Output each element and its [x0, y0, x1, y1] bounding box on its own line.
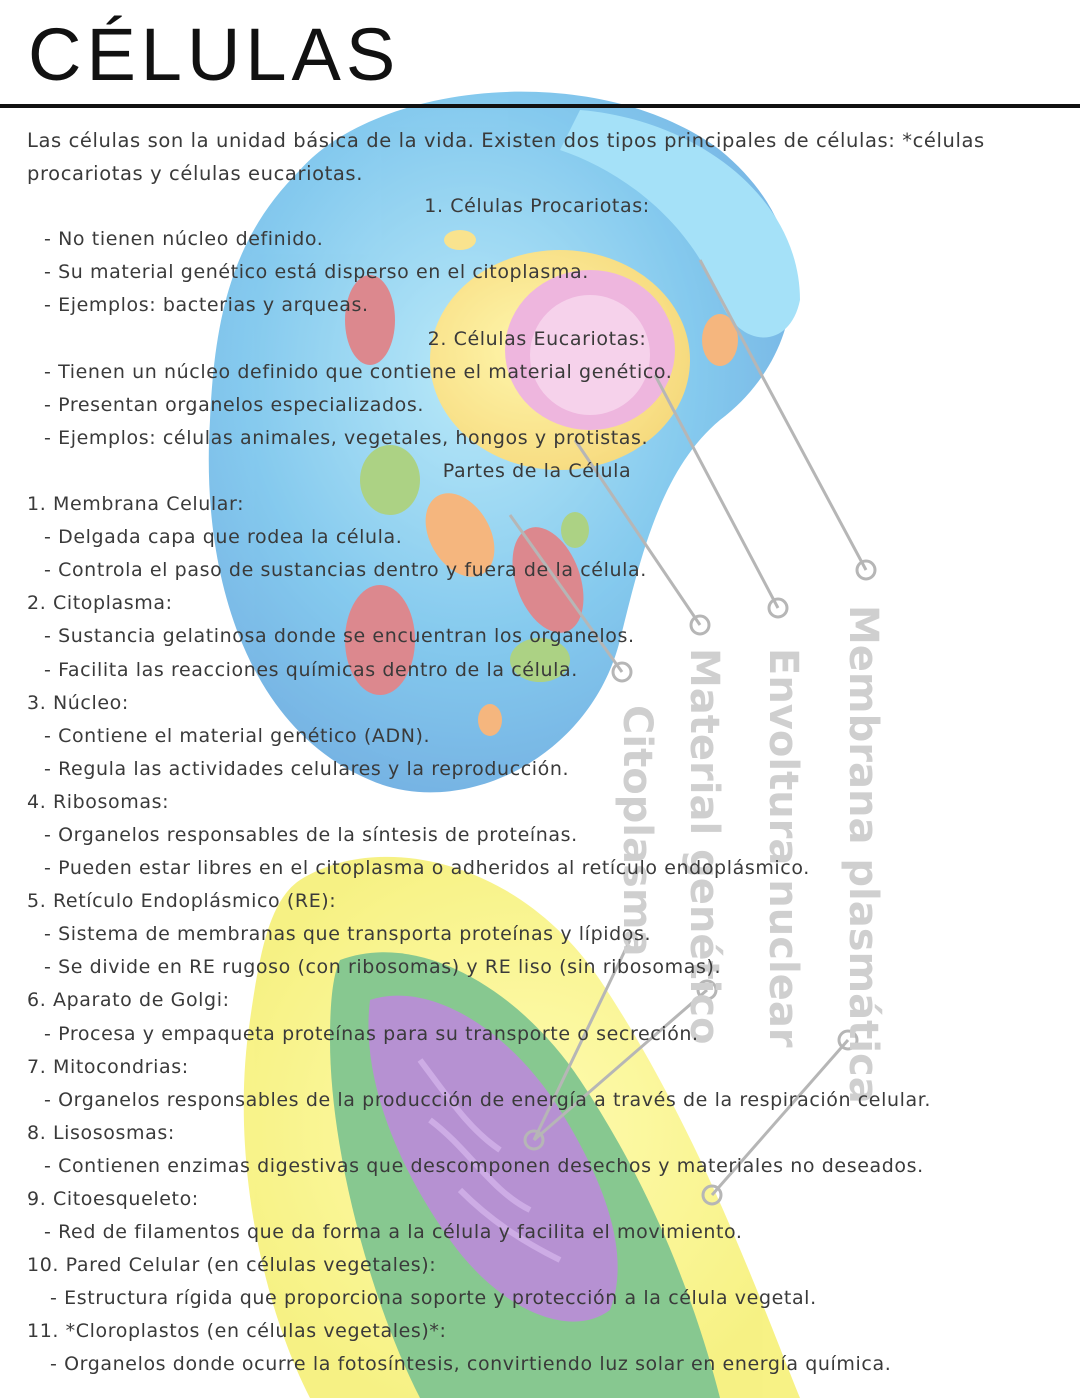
part-heading: 2. Citoplasma:	[27, 592, 173, 615]
title-underline	[0, 104, 1080, 108]
part-point: - Estructura rígida que proporciona sopo…	[50, 1287, 817, 1310]
part-point: - Delgada capa que rodea la célula.	[44, 526, 403, 549]
part-point: - Sistema de membranas que transporta pr…	[44, 923, 652, 946]
procariotas-heading: 1. Células Procariotas:	[424, 195, 650, 218]
part-point: - Red de filamentos que da forma a la cé…	[44, 1221, 743, 1244]
eucariotas-point: - Ejemplos: células animales, vegetales,…	[44, 426, 649, 449]
part-heading: 8. Lisososmas:	[27, 1121, 175, 1144]
part-heading: 11. *Cloroplastos (en células vegetales)…	[27, 1320, 447, 1343]
document-body: Las células son la unidad básica de la v…	[27, 124, 1067, 1382]
eucariotas-point: - Presentan organelos especializados.	[44, 393, 424, 416]
part-heading: 5. Retículo Endoplásmico (RE):	[27, 890, 337, 913]
eucariotas-heading: 2. Células Eucariotas:	[427, 327, 647, 350]
part-point: - Contienen enzimas digestivas que desco…	[44, 1154, 924, 1177]
eucariotas-point: - Tienen un núcleo definido que contiene…	[44, 360, 673, 383]
part-heading: 7. Mitocondrias:	[27, 1055, 189, 1078]
part-point: - Procesa y empaqueta proteínas para su …	[44, 1022, 699, 1045]
part-point: - Facilita las reacciones químicas dentr…	[44, 658, 578, 681]
partes-heading: Partes de la Célula	[442, 459, 632, 482]
part-point: - Controla el paso de sustancias dentro …	[44, 559, 647, 582]
part-heading: 6. Aparato de Golgi:	[27, 989, 230, 1012]
procariotas-point: - Ejemplos: bacterias y arqueas.	[44, 294, 369, 317]
part-heading: 4. Ribosomas:	[27, 790, 170, 813]
part-heading: 9. Citoesqueleto:	[27, 1188, 199, 1210]
part-point: - Sustancia gelatinosa donde se encuentr…	[44, 625, 635, 648]
part-point: - Organelos donde ocurre la fotosíntesis…	[50, 1353, 892, 1376]
part-heading: 3. Núcleo:	[27, 691, 129, 714]
part-point: - Regula las actividades celulares y la …	[44, 757, 570, 780]
eukaryotic-cell	[208, 91, 800, 793]
part-point: - Organelos responsables de la producció…	[44, 1088, 932, 1111]
prokaryotic-cell	[243, 856, 801, 1398]
intro-line-2: procariotas y células eucariotas.	[27, 162, 363, 186]
part-heading: 1. Membrana Celular:	[27, 493, 245, 516]
part-point: - Organelos responsables de la síntesis …	[44, 823, 578, 846]
intro-line-1: Las células son la unidad básica de la v…	[27, 129, 985, 152]
pointer-lines	[508, 259, 877, 1206]
part-point: - Pueden estar libres en el citoplasma o…	[44, 857, 810, 880]
page-title: CÉLULAS	[28, 13, 401, 96]
part-heading: 10. Pared Celular (en células vegetales)…	[27, 1254, 437, 1277]
part-point: - Se divide en RE rugoso (con ribosomas)…	[44, 956, 722, 979]
procariotas-point: - Su material genético está disperso en …	[44, 261, 589, 284]
procariotas-point: - No tienen núcleo definido.	[44, 228, 324, 251]
part-point: - Contiene el material genético (ADN).	[44, 724, 431, 747]
